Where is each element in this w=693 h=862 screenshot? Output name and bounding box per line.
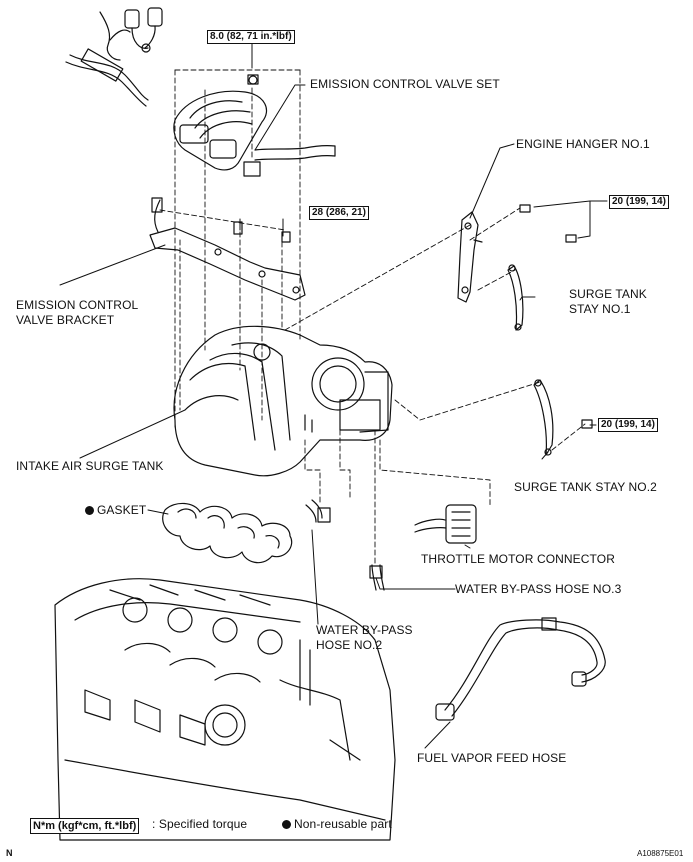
torque-20b-box: 20 (199, 14) bbox=[598, 418, 658, 432]
label-water-bypass-hose-no2-line2: HOSE NO.2 bbox=[316, 638, 383, 652]
label-water-bypass-hose-no3: WATER BY-PASS HOSE NO.3 bbox=[455, 582, 622, 596]
bolts bbox=[519, 204, 593, 429]
fuel-vapor-feed-hose-part bbox=[435, 617, 606, 721]
nonreusable-dot-icon bbox=[85, 506, 94, 515]
figure-code: A108875E01 bbox=[637, 849, 684, 858]
corner-left-mark: N bbox=[6, 848, 13, 858]
surge-tank-stay-no2-part bbox=[533, 379, 554, 456]
engine-hanger-no1-part bbox=[457, 211, 483, 303]
label-surge-tank-stay-no2: SURGE TANK STAY NO.2 bbox=[514, 480, 657, 494]
legend-nonreusable: Non-reusable part bbox=[282, 817, 392, 832]
label-emission-control-valve-set: EMISSION CONTROL VALVE SET bbox=[310, 77, 500, 91]
label-emission-control-valve-bracket-line1: EMISSION CONTROL bbox=[16, 298, 139, 312]
label-throttle-motor-connector: THROTTLE MOTOR CONNECTOR bbox=[421, 552, 615, 566]
surge-tank-stay-no1-part bbox=[507, 264, 524, 331]
throttle-motor-connector-part bbox=[414, 504, 477, 544]
intake-air-surge-tank-part bbox=[173, 325, 393, 477]
gasket-part bbox=[162, 502, 293, 564]
legend-dot-icon bbox=[282, 820, 291, 829]
torque-20a-box: 20 (199, 14) bbox=[609, 195, 669, 209]
gasket-text: GASKET bbox=[97, 503, 147, 517]
legend-nonreusable-text: Non-reusable part bbox=[294, 817, 392, 831]
alignment-lines bbox=[159, 69, 586, 566]
torque-28-box: 28 (286, 21) bbox=[309, 206, 369, 220]
torque-8-box: 8.0 (82, 71 in.*lbf) bbox=[207, 30, 295, 44]
engine-block-part bbox=[54, 578, 396, 841]
water-bypass-hose-no3-part bbox=[369, 564, 385, 591]
leader-lines bbox=[59, 43, 608, 749]
label-intake-air-surge-tank: INTAKE AIR SURGE TANK bbox=[16, 459, 164, 473]
emission-control-valve-set-part bbox=[173, 74, 336, 177]
label-emission-control-valve-bracket-line2: VALVE BRACKET bbox=[16, 313, 115, 327]
label-engine-hanger-no1: ENGINE HANGER NO.1 bbox=[516, 137, 650, 151]
label-surge-tank-stay-no1-line2: STAY NO.1 bbox=[569, 302, 631, 316]
water-bypass-hose-no2-part bbox=[305, 499, 331, 523]
label-surge-tank-stay-no1-line1: SURGE TANK bbox=[569, 287, 647, 301]
wire-harness-part bbox=[65, 7, 163, 107]
legend-torque-text: : Specified torque bbox=[152, 817, 248, 831]
label-fuel-vapor-feed-hose: FUEL VAPOR FEED HOSE bbox=[417, 751, 567, 765]
label-water-bypass-hose-no2-line1: WATER BY-PASS bbox=[316, 623, 413, 637]
legend-torque-unit-box: N*m (kgf*cm, ft.*lbf) bbox=[30, 818, 140, 834]
label-gasket: GASKET bbox=[85, 503, 146, 518]
